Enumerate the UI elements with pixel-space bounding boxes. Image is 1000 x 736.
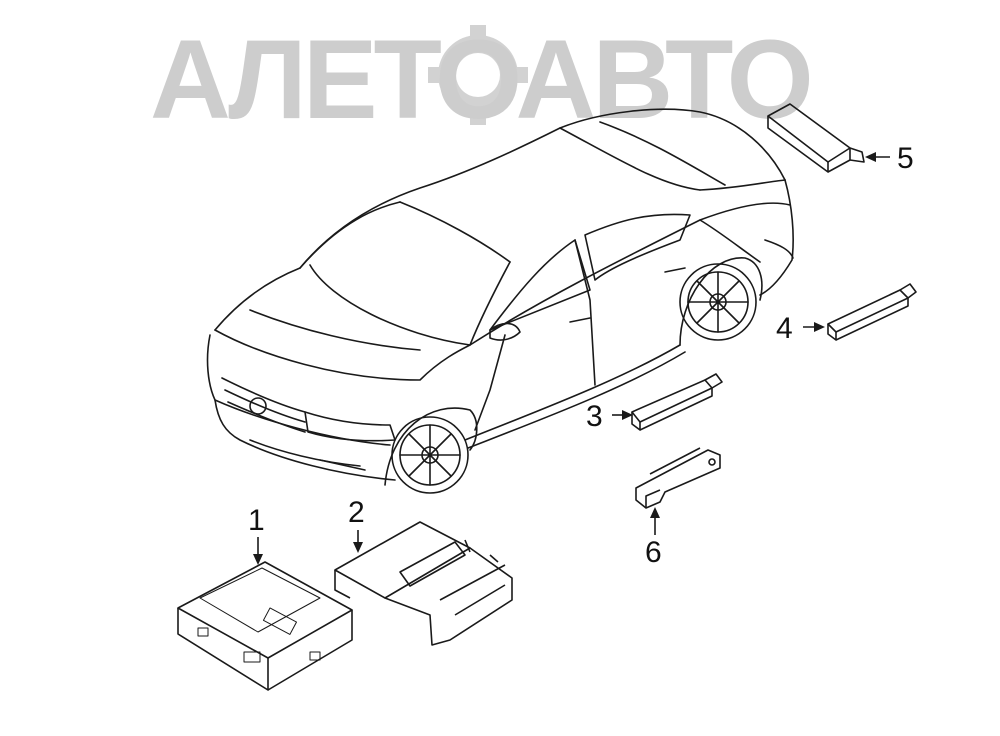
part-antenna-5 bbox=[767, 103, 865, 173]
callout-label-4: 4 bbox=[776, 312, 793, 345]
callouts bbox=[253, 152, 890, 565]
watermark-text: АЛЕТОАВТО bbox=[150, 17, 810, 142]
callout-label-1: 1 bbox=[248, 504, 265, 537]
part-antenna-3 bbox=[631, 373, 723, 431]
gear-icon bbox=[428, 25, 528, 125]
part-module-bracket bbox=[334, 521, 513, 646]
car-illustration bbox=[206, 108, 794, 494]
callout-label-3: 3 bbox=[586, 400, 603, 433]
part-antenna-4 bbox=[827, 283, 917, 341]
part-antenna-bracket-6 bbox=[635, 447, 721, 509]
callout-label-6: 6 bbox=[645, 536, 662, 569]
callout-label-2: 2 bbox=[348, 496, 365, 529]
watermark-logo: АЛЕТОАВТО bbox=[150, 17, 814, 142]
part-control-module bbox=[177, 561, 353, 691]
callout-label-5: 5 bbox=[897, 142, 914, 175]
